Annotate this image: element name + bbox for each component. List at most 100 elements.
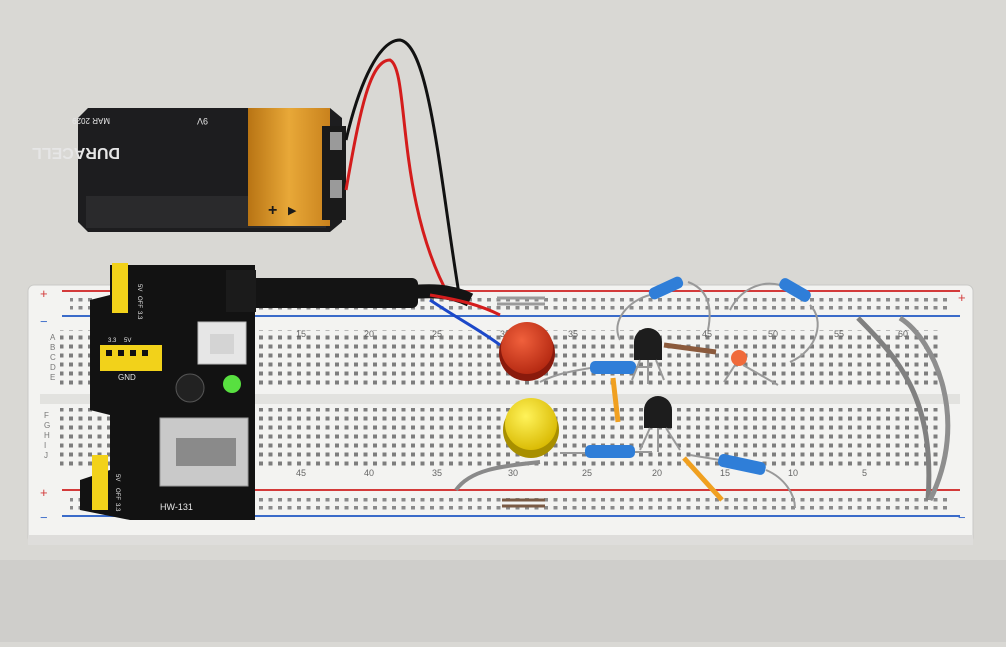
resistor-top-2 — [729, 278, 819, 363]
jumper-bottom[interactable] — [92, 455, 108, 510]
push-button-red[interactable] — [499, 322, 555, 381]
col-number: 20 — [652, 468, 662, 478]
col-number: 15 — [296, 329, 306, 339]
pin-header-yellow — [100, 345, 162, 371]
wire-red-short — [429, 293, 501, 317]
rail-jumper-bottom — [502, 498, 545, 508]
bottom-jumper-off: OFF — [114, 488, 120, 500]
row-letter: B — [50, 343, 55, 352]
resistor-lead — [689, 454, 721, 461]
button-yellow-cap[interactable] — [505, 398, 557, 450]
battery-9v: DURACELL 9V MAR 2029 + ▶ — [32, 108, 346, 232]
resistor-body — [717, 454, 766, 475]
battery-expiry: MAR 2029 — [72, 116, 110, 125]
resistor-body — [663, 342, 717, 355]
col-number: 50 — [768, 329, 778, 339]
rail-plus-bottom: + — [40, 485, 48, 500]
module-model: HW-131 — [160, 502, 193, 512]
col-number: 35 — [568, 329, 578, 339]
transistor-leg — [655, 359, 665, 381]
col-number: 45 — [296, 468, 306, 478]
grey-jumper-wire — [898, 315, 951, 502]
pin — [130, 350, 136, 356]
resistor-body — [585, 445, 635, 458]
row-letters-top: A B C D E — [50, 333, 56, 382]
transistor-top — [631, 328, 665, 384]
table-shadow — [0, 560, 1006, 642]
row-letter: A — [50, 333, 56, 342]
col-number: 40 — [364, 468, 374, 478]
resistor-body — [779, 278, 811, 302]
usb-port-inner — [176, 438, 236, 466]
resistor-body — [590, 361, 636, 374]
gnd-label: GND — [118, 373, 136, 382]
battery-plus-symbol: + — [268, 202, 277, 219]
transistor-body — [644, 396, 672, 428]
resistor-brown — [663, 342, 717, 355]
row-letter: F — [44, 411, 49, 420]
jumper-top[interactable] — [112, 263, 128, 313]
battery-terminal — [330, 132, 342, 150]
bottom-rail-holes — [70, 494, 950, 510]
capacitor — [175, 373, 205, 403]
orange-jumper-wire — [610, 377, 621, 423]
orange-jumper-wire — [682, 456, 724, 502]
power-module: 5V OFF 3.3 3.3 5V GND 5V OFF 3.3 HW-131 — [80, 263, 256, 520]
battery-voltage: 9V — [197, 116, 208, 126]
transistor-leg — [631, 359, 641, 381]
bottom-jumper-5v: 5V — [114, 474, 120, 481]
rail-minus-top: − — [40, 314, 48, 329]
row-letters-bottom: F G H I J — [44, 411, 50, 460]
resistor-lead — [765, 469, 796, 509]
col-number: 45 — [702, 329, 712, 339]
row-letter: G — [44, 421, 50, 430]
resistor-lead — [616, 294, 651, 341]
wire-blue — [429, 298, 501, 347]
resistor-lead — [539, 367, 591, 383]
col-number: 10 — [788, 468, 798, 478]
resistor-body — [648, 276, 684, 300]
wire-black — [344, 38, 462, 301]
cable-end — [399, 284, 474, 307]
power-switch-button[interactable] — [210, 334, 234, 354]
push-button-yellow[interactable] — [503, 398, 559, 458]
col-number: 15 — [720, 468, 730, 478]
col-number: 35 — [432, 468, 442, 478]
resistor-top-1 — [616, 276, 711, 341]
transistor-leg — [639, 427, 651, 451]
resistor-bottom-1 — [560, 445, 652, 458]
grey-jumper-wire — [856, 316, 932, 501]
transistor-body — [634, 328, 662, 360]
mid-header-33: 3.3 — [108, 338, 117, 344]
col-number: 20 — [364, 329, 374, 339]
led-green-power — [223, 375, 241, 393]
led-leg — [723, 364, 736, 383]
row-letter: H — [44, 431, 50, 440]
row-letter: E — [50, 373, 55, 382]
header-pins — [100, 345, 162, 371]
resistor-middle — [539, 361, 652, 383]
top-jumper-off: OFF — [136, 296, 142, 308]
col-number: 60 — [898, 329, 908, 339]
column-numbers-bottom: 45 40 35 30 25 20 15 10 5 — [296, 468, 867, 478]
col-number: 30 — [500, 329, 510, 339]
row-letter: I — [44, 441, 46, 450]
battery-terminal — [330, 180, 342, 198]
bottom-jumper-33: 3.3 — [114, 503, 120, 512]
col-number: 55 — [834, 329, 844, 339]
breadboard-edge — [28, 535, 973, 545]
wire-red — [344, 58, 452, 299]
col-number: 30 — [508, 468, 518, 478]
col-number: 25 — [582, 468, 592, 478]
col-number: 5 — [862, 468, 867, 478]
led-red — [723, 350, 779, 386]
row-letter: D — [50, 363, 56, 372]
top-jumper-5v: 5V — [136, 284, 142, 291]
transistor-leg — [665, 427, 681, 451]
button-red-cap[interactable] — [501, 322, 553, 374]
led-leg — [742, 364, 779, 386]
transistor-bottom — [639, 396, 681, 452]
mid-header-5v: 5V — [124, 338, 131, 344]
